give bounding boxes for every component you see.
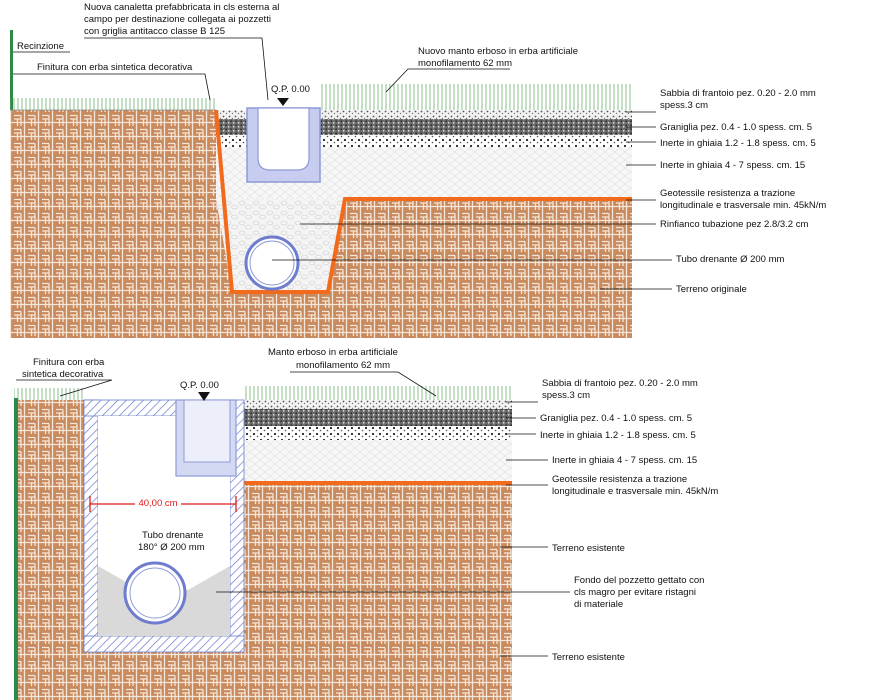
bottom-finish-label-1: Finitura con erba [33,357,105,368]
bottom-fence-post [14,398,18,700]
top-inert-small-label: Inerte in ghiaia 1.2 - 1.8 spess. cm. 5 [660,138,816,149]
top-sand-layer [216,110,632,119]
top-inert-big-label: Inerte in ghiaia 4 - 7 spess. cm. 15 [660,160,805,171]
bottom-inert-small-label: Inerte in ghiaia 1.2 - 1.8 spess. cm. 5 [540,430,696,441]
bottom-inert-big-label: Inerte in ghiaia 4 - 7 spess. cm. 15 [552,455,697,466]
bottom-soil-label-2: Terreno esistente [552,652,625,663]
top-drain-pipe [244,235,300,291]
top-channel-label-1: Nuova canaletta prefabbricata in cls est… [84,2,279,13]
bottom-inert-big-layer [244,440,512,483]
fence-post [10,30,13,110]
bottom-artificial-turf [244,386,512,400]
bottom-sand-label-2: spess.3 cm [542,390,590,401]
dimension-label: 40,00 cm [138,498,177,509]
bottom-sand-label-1: Sabbia di frantoio pez. 0.20 - 2.0 mm [542,378,698,389]
bottom-sand-layer [244,400,512,409]
top-soil-label: Terreno originale [676,284,747,295]
top-gravel-label: Graniglia pez. 0.4 - 1.0 spess. cm. 5 [660,122,812,133]
top-section: Nuova canaletta prefabbricata in cls est… [10,2,826,338]
bottom-drain-pipe [123,561,187,625]
manhole-floor [83,635,245,653]
bottom-turf-label-1: Manto erboso in erba artificiale [268,347,398,358]
bottom-graniglia-layer [244,409,512,426]
top-backfill-label: Rinfianco tubazione pez 2.8/3.2 cm [660,219,808,230]
top-channel-inner [257,107,310,171]
top-artificial-turf [320,84,632,110]
bottom-soil-label-1: Terreno esistente [552,543,625,554]
bottom-section: 40,00 cm Finitura con erba sintetica dec… [14,347,718,700]
bottom-geo-label-2: longitudinale e trasversale min. 45kN/m [552,486,718,497]
top-turf-label-2: monofilamento 62 mm [418,58,512,69]
top-pipe-label: Tubo drenante Ø 200 mm [676,254,785,265]
manhole-cover-slab [83,399,177,417]
bottom-pipe-label-2: 180° Ø 200 mm [138,542,205,553]
top-qp-marker [277,98,289,106]
bottom-soil-under [84,652,244,700]
manhole-wall-left [83,399,99,653]
top-geo-label-2: longitudinale e trasversale min. 45kN/m [660,200,826,211]
bottom-qp-marker [198,392,210,401]
bottom-qp-label: Q.P. 0.00 [180,380,219,391]
top-geo-label-1: Geotessile resistenza a trazione [660,188,795,199]
bottom-lean-label-3: di materiale [574,599,623,610]
bottom-turf-label-2: monofilamento 62 mm [296,360,390,371]
top-turf-label-1: Nuovo manto erboso in erba artificiale [418,46,578,57]
bottom-inert-small-layer [244,426,512,440]
bottom-lean-label-2: cls magro per evitare ristagni [574,587,696,598]
bottom-geo-label-1: Geotessile resistenza a trazione [552,474,687,485]
top-decorative-grass [10,98,216,110]
bottom-lean-label-1: Fondo del pozzetto gettato con [574,575,704,586]
bottom-soil-left [14,400,84,700]
top-channel-label-3: con griglia antitacco classe B 125 [84,26,225,37]
top-qp-label: Q.P. 0.00 [271,84,310,95]
top-sand-label-2: spess.3 cm [660,100,708,111]
top-finish-label: Finitura con erba sintetica decorativa [37,62,193,73]
bottom-gravel-label: Graniglia pez. 0.4 - 1.0 spess. cm. 5 [540,413,692,424]
bottom-finish-label-2: sintetica decorativa [22,369,104,380]
top-sand-label-1: Sabbia di frantoio pez. 0.20 - 2.0 mm [660,88,816,99]
fence-label: Recinzione [17,41,64,52]
top-geotextile [214,109,632,294]
bottom-decorative-grass [14,388,84,400]
bottom-channel-inner [183,399,231,463]
bottom-pipe-label-1: Tubo drenante [142,530,203,541]
bottom-soil-right [244,483,512,700]
top-channel-label-2: campo per destinazione collegata ai pozz… [84,14,271,25]
